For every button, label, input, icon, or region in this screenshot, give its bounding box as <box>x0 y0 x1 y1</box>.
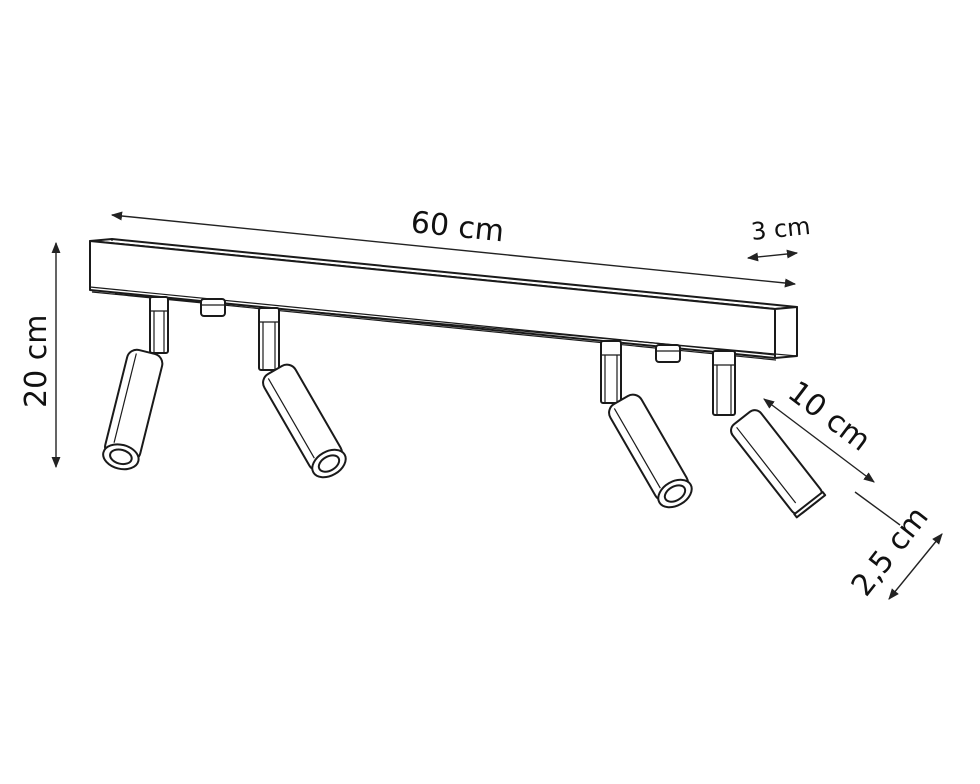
mounting-bar <box>89 238 798 361</box>
spotlight-3 <box>600 340 693 509</box>
height-label: 20 cm <box>19 315 54 408</box>
depth-label: 3 cm <box>750 212 812 246</box>
spot-diameter-label: 2,5 cm <box>845 500 936 603</box>
spotlight-2 <box>258 307 347 479</box>
dimension-depth: 3 cm <box>746 212 812 262</box>
spot-length-label: 10 cm <box>781 374 877 458</box>
connector-2 <box>655 344 681 363</box>
length-label: 60 cm <box>409 205 505 249</box>
dimension-spot-diameter: 2,5 cm <box>845 491 943 603</box>
spotlight-1 <box>102 296 169 471</box>
spotlight-4 <box>712 350 827 519</box>
connector-1 <box>200 298 226 317</box>
dimension-height: 20 cm <box>19 241 61 469</box>
